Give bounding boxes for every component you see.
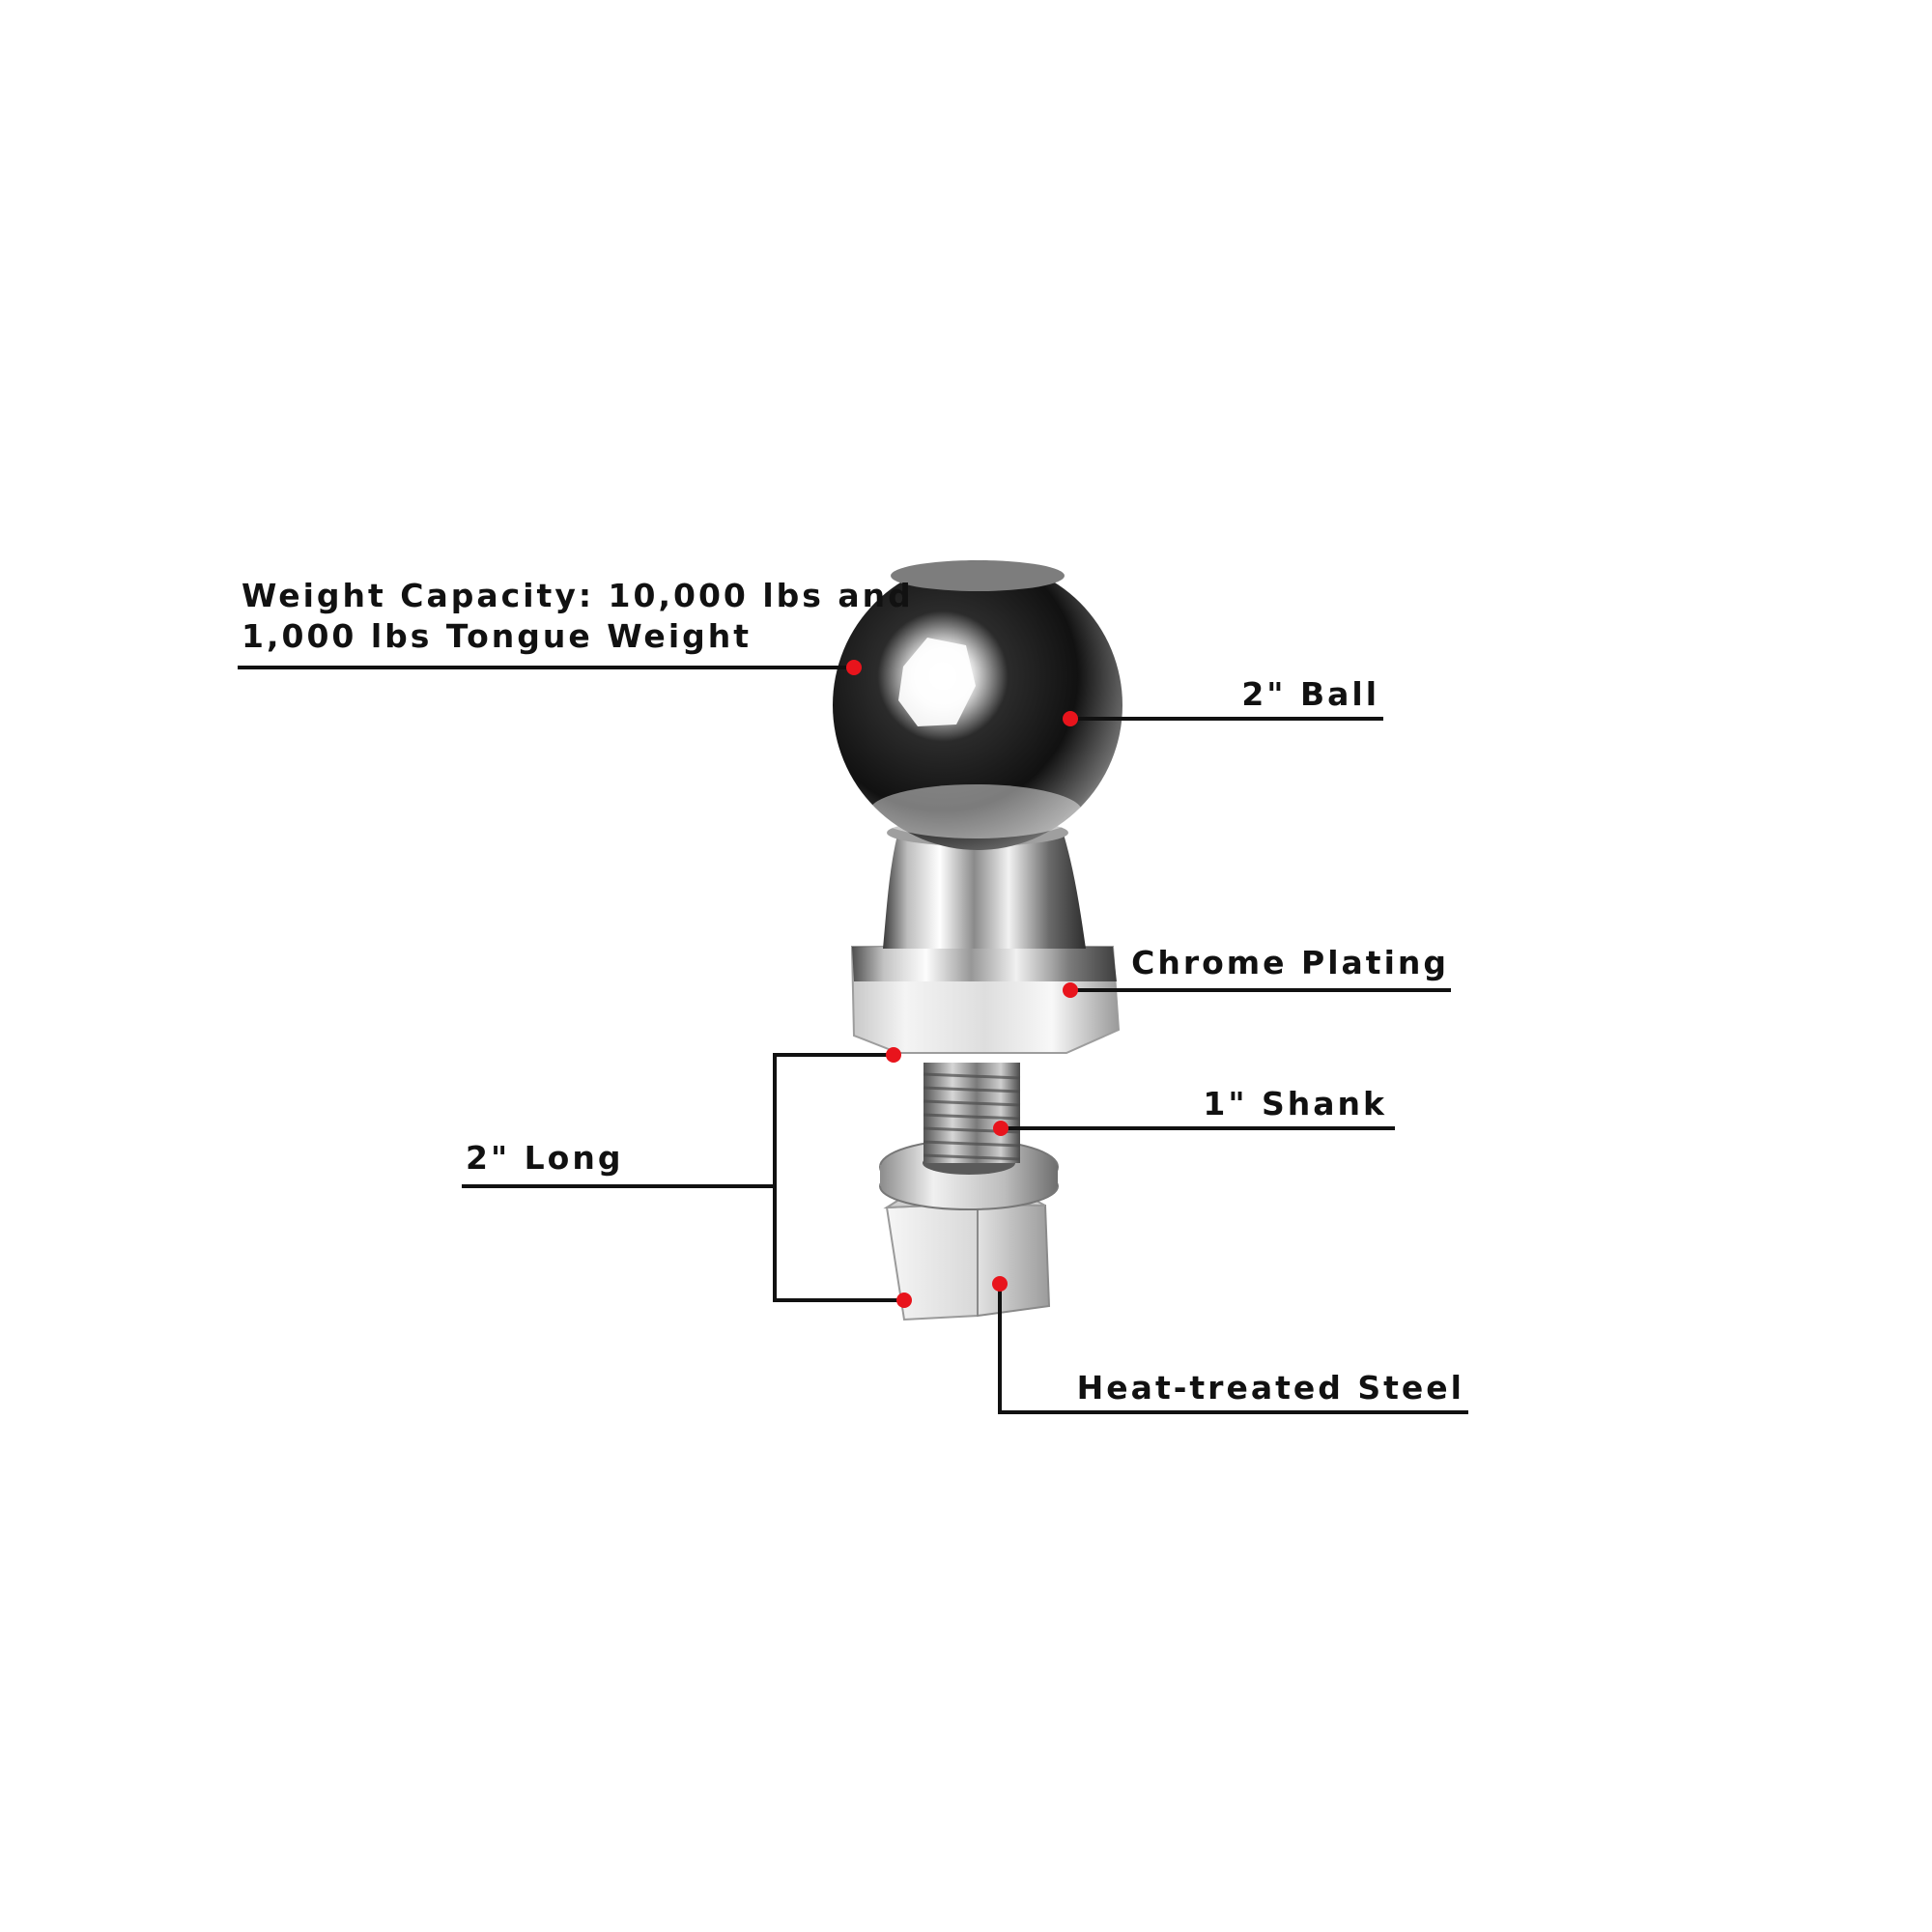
leader-steel xyxy=(998,1284,1468,1414)
leader-lines xyxy=(238,666,1468,1414)
dot-shank xyxy=(993,1121,1009,1136)
dot-ball xyxy=(1063,711,1078,726)
label-long: 2" Long xyxy=(466,1139,624,1177)
dot-long-bottom xyxy=(896,1293,912,1308)
label-weight-capacity-line2: 1,000 lbs Tongue Weight xyxy=(242,617,753,655)
threaded-shank xyxy=(923,1063,1021,1163)
dot-long-top xyxy=(886,1047,901,1063)
callout-dots xyxy=(846,660,1078,1308)
label-shank: 1" Shank xyxy=(1203,1085,1387,1122)
hitch-ball xyxy=(833,560,1122,850)
label-chrome-plating: Chrome Plating xyxy=(1131,944,1449,981)
label-ball: 2" Ball xyxy=(1241,675,1379,713)
dot-chrome xyxy=(1063,982,1078,998)
label-weight-capacity-line1: Weight Capacity: 10,000 lbs and xyxy=(242,577,914,614)
label-heat-treated-steel: Heat-treated Steel xyxy=(1076,1369,1464,1406)
leader-long-bracket xyxy=(773,1053,904,1302)
chrome-base xyxy=(850,946,1121,1054)
dot-weight-capacity xyxy=(846,660,862,675)
dot-steel xyxy=(992,1276,1008,1292)
